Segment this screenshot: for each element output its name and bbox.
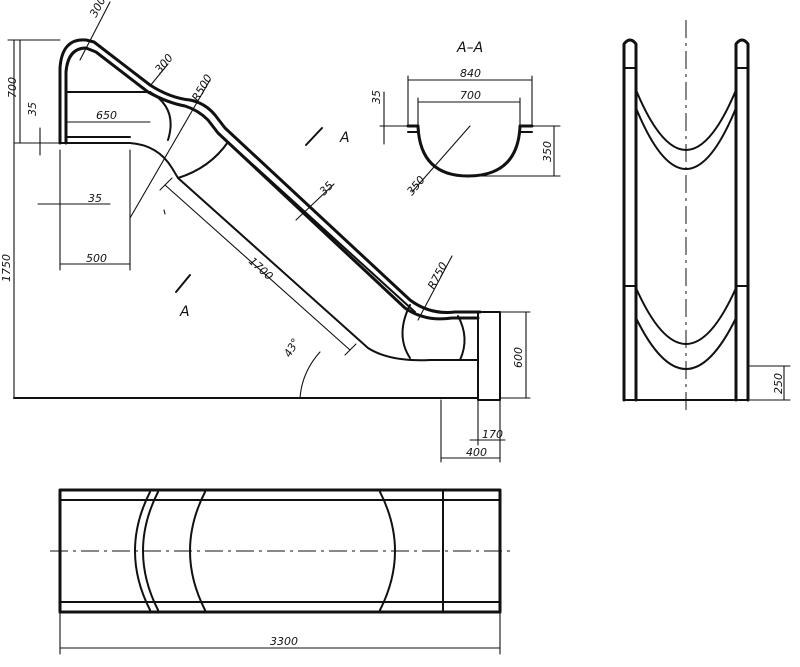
dim-1750: 1750	[0, 254, 13, 282]
upper-bend-outer	[129, 142, 179, 179]
section-bowl	[406, 124, 534, 178]
dim-700-section: 700	[460, 89, 481, 102]
section-marker-label-2: A	[179, 304, 190, 320]
chute-mid	[227, 141, 416, 313]
upper-bend-arc	[149, 91, 172, 141]
dim-700: 700	[6, 77, 19, 98]
dim-r500: R500	[189, 72, 215, 103]
chute-bottom	[177, 177, 479, 362]
dim-350-radius: 350	[404, 173, 427, 197]
front-dim-lines	[747, 365, 791, 401]
section-mark-bottom	[175, 274, 191, 293]
dim-r750: R750	[425, 260, 450, 291]
dim-35-section: 35	[370, 90, 383, 104]
side-view: A A	[13, 38, 501, 401]
slide-inner-rail	[64, 46, 480, 321]
section-marker-label: A	[339, 130, 350, 146]
dim-3300: 3300	[270, 635, 298, 648]
dim-35-left: 35	[26, 102, 39, 116]
dim-840: 840	[460, 67, 481, 80]
dim-500: 500	[86, 252, 107, 265]
dim-300-top: 300	[87, 0, 108, 19]
dim-650: 650	[96, 109, 117, 122]
section-mark-top	[305, 127, 323, 146]
slide-top-loop	[58, 38, 482, 314]
front-joints	[623, 67, 749, 287]
section-title: A–A	[456, 40, 483, 56]
front-right-rail	[734, 38, 750, 402]
dim-400: 400	[466, 446, 487, 459]
ground-dot	[163, 209, 166, 215]
dim-600: 600	[512, 347, 525, 368]
section-view: A–A 840 700 35 350 350	[370, 40, 561, 198]
lower-bend-arc	[401, 304, 411, 359]
dim-300-entry: 300	[152, 51, 175, 75]
lower-bend-arc-2	[457, 315, 466, 361]
exit-block	[477, 311, 501, 401]
dim-170: 170	[482, 428, 503, 441]
front-left-rail	[622, 38, 638, 402]
upper-bend-section	[177, 141, 229, 179]
dim-angle: 43°	[281, 336, 302, 359]
dim-250: 250	[772, 373, 785, 394]
dim-35-wall: 35	[317, 179, 336, 198]
dim-350-depth: 350	[541, 141, 554, 162]
plan-view: 3300	[50, 488, 512, 655]
dim-1700: 1700	[246, 255, 276, 283]
plan-dim-lines	[59, 611, 501, 655]
front-view: 250	[622, 20, 791, 410]
side-dimensions: 1750 700 35 650 35 500 300 300 R500 35	[0, 0, 531, 463]
plan-rails	[59, 499, 501, 603]
dim-35-horizontal: 35	[88, 192, 102, 205]
